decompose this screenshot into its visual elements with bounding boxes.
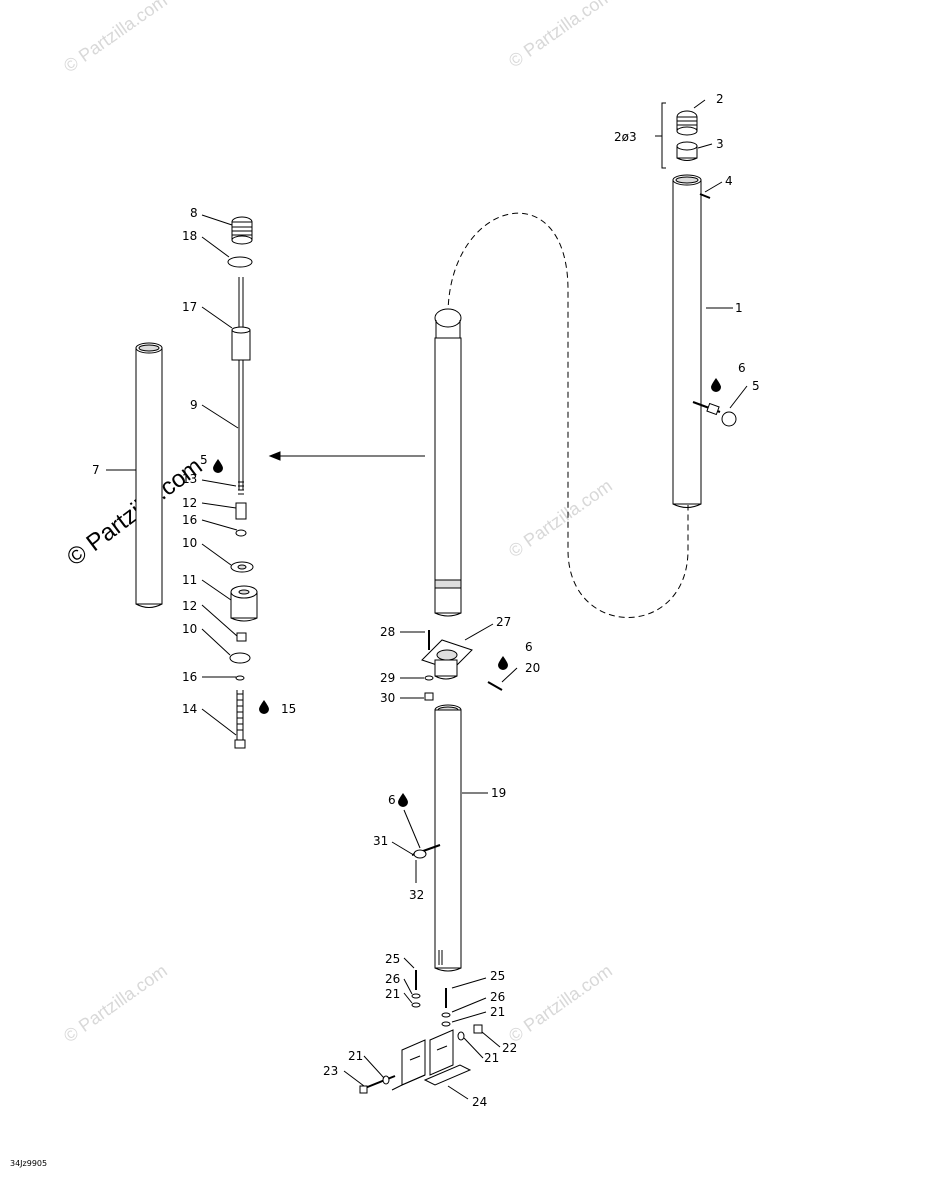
part-18-oring: [227, 256, 253, 268]
callout: 23: [323, 1064, 338, 1078]
callout: 31: [373, 834, 388, 848]
callout: 1: [735, 301, 743, 315]
part-4-screw: [699, 193, 711, 199]
callout: 4: [725, 174, 733, 188]
part-14-bolt: [234, 690, 246, 749]
callout: 3: [716, 137, 724, 151]
callout: 22: [502, 1041, 517, 1055]
callout: 2ø3: [614, 130, 637, 144]
part-19-tube: [434, 704, 462, 972]
bracket-2-3: [661, 102, 666, 169]
oil-drop-icon: [213, 459, 223, 473]
callout: 12: [182, 496, 197, 510]
part-21-washer: [457, 1031, 465, 1041]
callout: 25: [385, 952, 400, 966]
part-26-washer: [441, 1012, 451, 1018]
direction-arrow: [268, 451, 425, 461]
part-5-pin: [692, 401, 737, 427]
part-23-bolt: [359, 1075, 396, 1094]
part-21-washer: [411, 1002, 421, 1008]
callout: 32: [409, 888, 424, 902]
callout: 9: [190, 398, 198, 412]
callout: 28: [380, 625, 395, 639]
part-16-washer: [235, 675, 245, 681]
part-2-cap: [676, 110, 698, 136]
callout: 17: [182, 300, 197, 314]
part-1-tube: [672, 174, 702, 508]
callout: 2: [716, 92, 724, 106]
callout: 15: [281, 702, 296, 716]
part-21-washer: [382, 1075, 390, 1085]
oil-drop-icons: [213, 378, 721, 807]
callout: 30: [380, 691, 395, 705]
upper-mast-tube: [434, 308, 462, 617]
part-20-screw: [487, 681, 503, 691]
callout: 11: [182, 573, 197, 587]
callout: 6: [738, 361, 746, 375]
callout-labels: 2 2ø3 3 4 1 6 5 7 8 18 17 9 5 13 12 16 1…: [92, 92, 760, 1109]
callout: 26: [490, 990, 505, 1004]
callout: 13: [182, 472, 197, 486]
oil-drop-icon: [398, 793, 408, 807]
part-13-thread: [238, 481, 244, 495]
callout: 16: [182, 513, 197, 527]
callout: 6: [388, 793, 396, 807]
callout: 16: [182, 670, 197, 684]
part-21-washer: [441, 1021, 451, 1027]
callout: 14: [182, 702, 197, 716]
part-30-nut: [424, 692, 434, 701]
callout: 26: [385, 972, 400, 986]
callout: 6: [525, 640, 533, 654]
part-26-washer: [411, 993, 421, 999]
callout: 5: [752, 379, 760, 393]
oil-drop-icon: [259, 700, 269, 714]
part-17-spacer: [231, 326, 251, 361]
callout: 7: [92, 463, 100, 477]
assembly-connection-dashed: [447, 212, 689, 618]
callout: 5: [200, 453, 208, 467]
callout: 20: [525, 661, 540, 675]
callout: 19: [491, 786, 506, 800]
part-31-pin: [411, 844, 441, 859]
oil-drop-icon: [498, 656, 508, 670]
part-12-nut: [236, 632, 247, 642]
callout: 27: [496, 615, 511, 629]
part-10-washer: [229, 652, 251, 664]
callout: 21: [385, 987, 400, 1001]
oil-drop-icon: [711, 378, 721, 392]
part-7-tube: [135, 342, 163, 608]
part-11-bushing: [230, 585, 258, 622]
callout: 18: [182, 229, 197, 243]
drawing-code: 34Jz9905: [10, 1159, 48, 1168]
callout: 21: [348, 1049, 363, 1063]
part-22-nut: [473, 1024, 483, 1034]
callout: 25: [490, 969, 505, 983]
rod: [238, 277, 244, 490]
callout: 21: [484, 1051, 499, 1065]
callout: 10: [182, 622, 197, 636]
part-27-flange: [421, 639, 473, 680]
callout: 12: [182, 599, 197, 613]
part-12-nut: [235, 502, 247, 520]
callout: 10: [182, 536, 197, 550]
callout: 21: [490, 1005, 505, 1019]
part-3-ring: [676, 141, 698, 161]
part-24-bracket: [391, 1029, 472, 1091]
callout: 24: [472, 1095, 487, 1109]
part-29-washer: [424, 675, 434, 681]
part-16-washer: [235, 529, 247, 537]
callout: 29: [380, 671, 395, 685]
part-8-cap: [231, 216, 253, 245]
callout: 8: [190, 206, 198, 220]
